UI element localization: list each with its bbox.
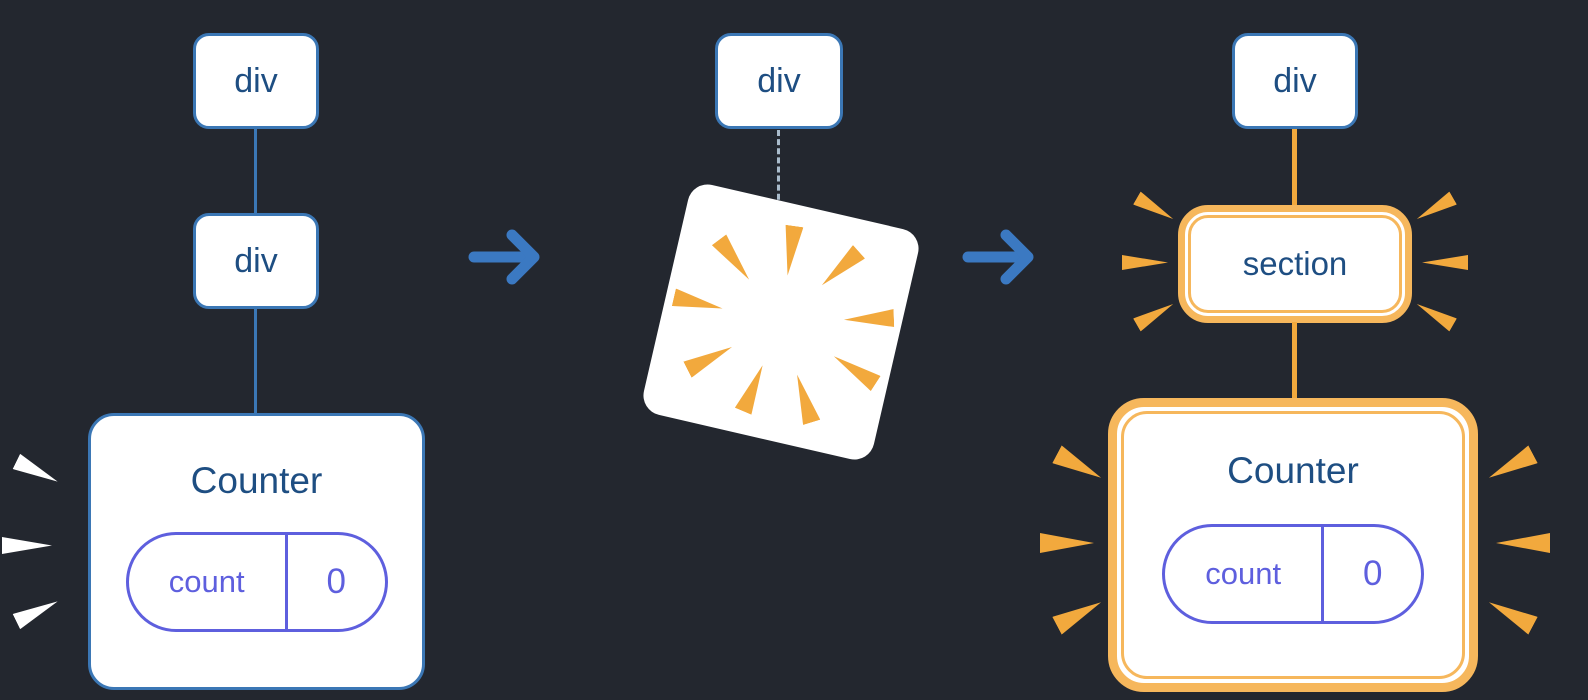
burst-spark-icon <box>816 245 865 292</box>
after-counter-card: Counter count 0 <box>1121 411 1465 679</box>
tag-label: div <box>757 61 801 100</box>
burst-spark-icon <box>712 234 756 285</box>
after-counter-card-highlight: Counter count 0 <box>1108 398 1478 692</box>
burst-spark-icon <box>1484 445 1538 486</box>
burst-spark-icon <box>13 454 62 489</box>
state-value: 0 <box>1362 554 1383 593</box>
component-title: Counter <box>1227 450 1359 491</box>
arrow-right-icon <box>468 229 540 285</box>
burst-spark-icon <box>1422 255 1468 270</box>
burst-spark-icon <box>1052 445 1106 486</box>
state-key: count <box>129 535 288 629</box>
burst-spark-icon <box>788 372 820 425</box>
burst-spark-icon <box>735 362 771 415</box>
tag-label: section <box>1242 245 1348 282</box>
state-pill: count 0 <box>125 532 388 632</box>
transition-root-div-node: div <box>715 33 843 129</box>
burst-spark-icon <box>683 339 736 378</box>
arrow-right-icon <box>962 229 1034 285</box>
tree-edge-highlighted <box>1292 129 1297 205</box>
tree-edge <box>254 309 257 413</box>
before-root-div-node: div <box>193 33 319 129</box>
burst-spark-icon <box>1496 533 1550 553</box>
burst-spark-icon <box>13 594 62 629</box>
state-key: count <box>1165 527 1325 621</box>
burst-spark-icon <box>844 309 895 329</box>
tag-label: div <box>234 61 278 100</box>
burst-spark-icon <box>829 349 881 391</box>
burst-spark-icon <box>1133 298 1177 332</box>
before-counter-card: Counter count 0 <box>88 413 425 690</box>
tree-edge-highlighted <box>1292 322 1297 398</box>
burst-spark-icon <box>1040 533 1094 553</box>
burst-spark-icon <box>1413 192 1457 226</box>
component-title: Counter <box>190 460 323 501</box>
burst-spark-icon <box>1133 192 1177 226</box>
poof-square-icon <box>639 180 923 464</box>
after-section-node: section <box>1188 215 1402 313</box>
burst-spark-icon <box>2 537 52 554</box>
burst-spark-icon <box>1122 255 1168 270</box>
burst-spark-icon <box>1413 298 1457 332</box>
state-value: 0 <box>326 562 346 601</box>
burst-spark-icon <box>672 288 725 317</box>
state-pill: count 0 <box>1162 524 1424 624</box>
tag-label: div <box>1273 61 1317 100</box>
after-section-node-highlight: section <box>1178 205 1412 323</box>
burst-spark-icon <box>1484 593 1538 634</box>
detached-tree-edge <box>777 130 780 218</box>
tree-edge <box>254 129 257 213</box>
tag-label: div <box>234 241 278 280</box>
before-child-div-node: div <box>193 213 319 309</box>
after-root-div-node: div <box>1232 33 1358 129</box>
burst-spark-icon <box>1052 593 1106 634</box>
burst-spark-icon <box>779 225 804 277</box>
